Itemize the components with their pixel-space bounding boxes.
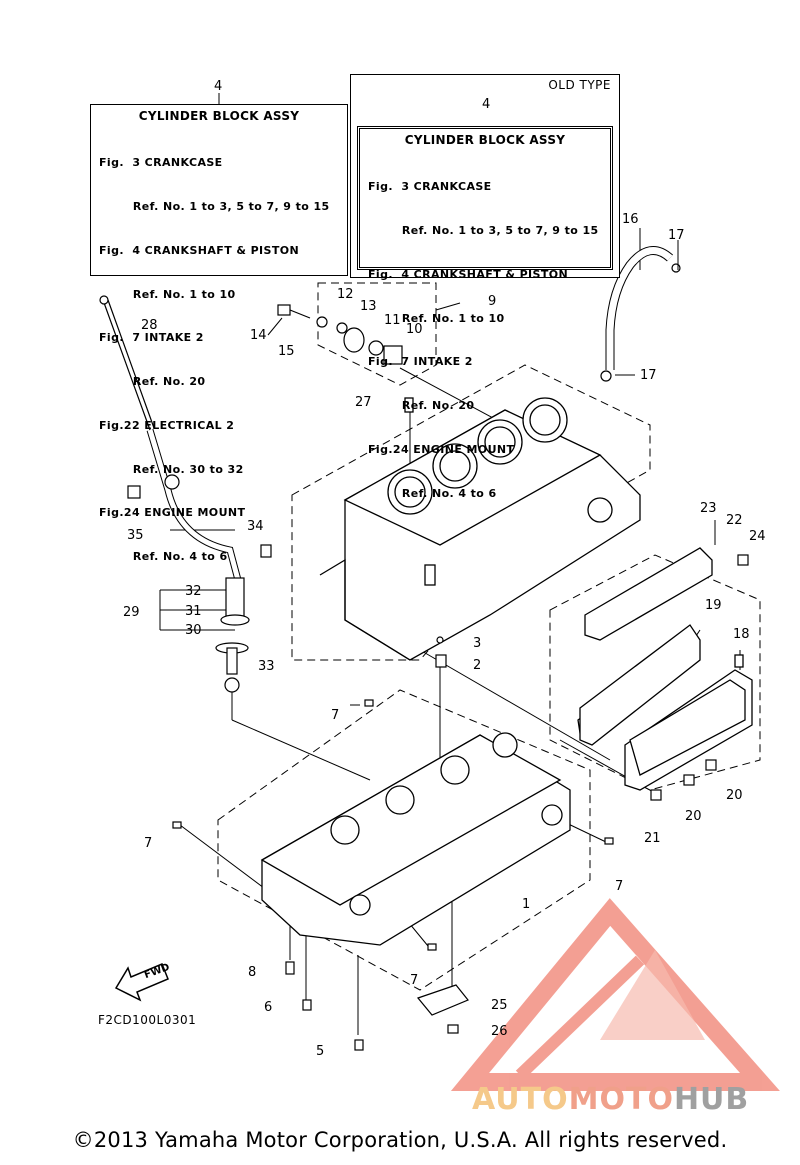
old-type-label: OLD TYPE — [548, 78, 611, 92]
watermark-text: AUTOMOTOHUB — [472, 1082, 749, 1117]
callout-18: 18 — [733, 627, 750, 642]
ref-line: Ref. No. 1 to 10 — [99, 287, 236, 301]
ref-line: Ref. No. 4 to 6 — [368, 486, 497, 500]
ref-line: Ref. No. 4 to 6 — [99, 550, 228, 564]
watermark-part2: MOTO — [568, 1082, 674, 1117]
watermark-part1: AUTO — [472, 1082, 569, 1117]
callout-25: 25 — [491, 998, 508, 1013]
watermark-logo — [450, 898, 780, 1091]
callout-17b: 17 — [640, 368, 657, 383]
callout-35: 35 — [127, 528, 144, 543]
callout-7c: 7 — [615, 879, 624, 894]
callout-5: 5 — [316, 1044, 325, 1059]
callout-1: 1 — [522, 897, 531, 912]
callout-20a: 20 — [726, 788, 743, 803]
diagram-code: F2CD100L0301 — [98, 1013, 197, 1027]
callout-13: 13 — [360, 299, 377, 314]
callout-31: 31 — [185, 604, 202, 619]
reference-box-title: CYLINDER BLOCK ASSY — [404, 133, 566, 147]
cylinder-block — [319, 397, 641, 661]
callout-14: 14 — [250, 328, 267, 343]
ref-line: Fig.24 ENGINE MOUNT — [99, 506, 246, 520]
copyright-notice: ©2013 Yamaha Motor Corporation, U.S.A. A… — [72, 1128, 728, 1152]
callout-9: 9 — [488, 294, 497, 309]
callout-4-old: 4 — [482, 97, 491, 112]
ref-line: Fig. 4 CRANKSHAFT & PISTON — [99, 243, 300, 257]
callout-15: 15 — [278, 344, 295, 359]
hose — [600, 246, 681, 382]
callout-11: 11 — [384, 313, 401, 328]
reference-box-title: CYLINDER BLOCK ASSY — [138, 109, 300, 123]
callout-4-new: 4 — [214, 79, 223, 94]
callout-33: 33 — [258, 659, 275, 674]
callout-7b: 7 — [144, 836, 153, 851]
callout-20b: 20 — [685, 809, 702, 824]
ref-line: Fig. 7 INTAKE 2 — [99, 331, 204, 345]
ref-line: Fig. 3 CRANKCASE — [368, 180, 492, 194]
ref-line: Ref. No. 1 to 10 — [368, 311, 505, 325]
reference-box-lines: Fig. 3 CRANKCASE Ref. No. 1 to 3, 5 to 7… — [91, 127, 347, 594]
callout-6: 6 — [264, 1000, 273, 1015]
ref-line: Fig.24 ENGINE MOUNT — [368, 442, 515, 456]
callout-3: 3 — [473, 636, 482, 651]
reference-box-new: CYLINDER BLOCK ASSY Fig. 3 CRANKCASE Ref… — [90, 104, 348, 563]
crankcase — [260, 732, 571, 946]
callout-8: 8 — [248, 965, 257, 980]
callout-2: 2 — [473, 658, 482, 673]
reference-box-old: CYLINDER BLOCK ASSY Fig. 3 CRANKCASE Ref… — [357, 126, 613, 500]
reference-box-lines: Fig. 3 CRANKCASE Ref. No. 1 to 3, 5 to 7… — [360, 151, 610, 530]
callout-27: 27 — [355, 395, 372, 410]
ref-line: Ref. No. 20 — [99, 375, 206, 389]
small-parts — [277, 304, 403, 365]
callout-23: 23 — [700, 501, 717, 516]
dipstick — [99, 295, 272, 693]
callout-30: 30 — [185, 623, 202, 638]
callout-7d: 7 — [410, 973, 419, 988]
callout-24: 24 — [749, 529, 766, 544]
callout-32: 32 — [185, 584, 202, 599]
ref-line: Fig.22 ELECTRICAL 2 — [99, 418, 235, 432]
callout-19: 19 — [705, 598, 722, 613]
callout-28: 28 — [141, 318, 158, 333]
ref-line: Ref. No. 1 to 3, 5 to 7, 9 to 15 — [99, 199, 330, 213]
ref-line: Fig. 4 CRANKSHAFT & PISTON — [368, 267, 569, 281]
callout-16: 16 — [622, 212, 639, 227]
ref-line: Ref. No. 20 — [368, 399, 475, 413]
callout-7a: 7 — [331, 708, 340, 723]
callout-22: 22 — [726, 513, 743, 528]
callout-34: 34 — [247, 519, 264, 534]
callout-17a: 17 — [668, 228, 685, 243]
ref-line: Fig. 3 CRANKCASE — [99, 156, 223, 170]
ref-line: Ref. No. 1 to 3, 5 to 7, 9 to 15 — [368, 223, 599, 237]
ref-line: Fig. 7 INTAKE 2 — [368, 355, 473, 369]
callout-26: 26 — [491, 1024, 508, 1039]
ref-line: Ref. No. 30 to 32 — [99, 462, 244, 476]
bolts — [172, 554, 749, 1051]
callout-29: 29 — [123, 605, 140, 620]
callout-10: 10 — [406, 322, 423, 337]
callout-21: 21 — [644, 831, 661, 846]
watermark-part3: HUB — [673, 1082, 750, 1117]
callout-12: 12 — [337, 287, 354, 302]
cover-plates — [577, 547, 753, 791]
fwd-arrow-icon — [114, 963, 169, 1002]
